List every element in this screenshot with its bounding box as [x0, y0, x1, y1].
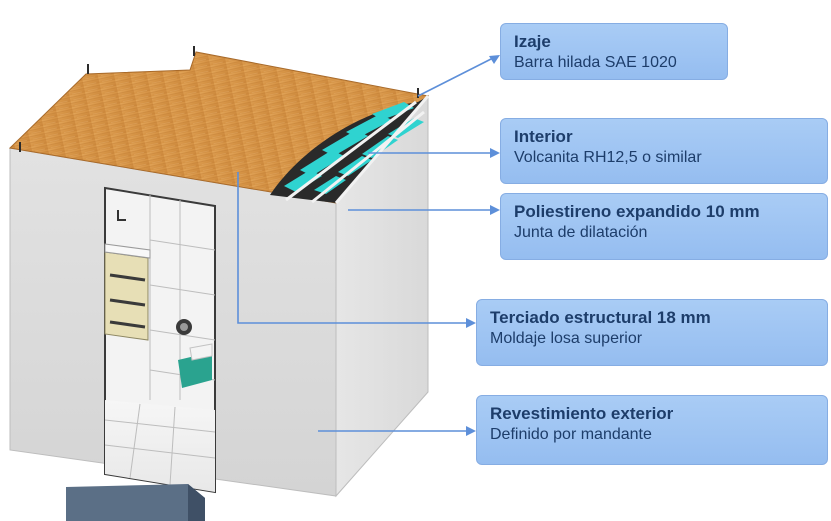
leader-izaje [417, 56, 496, 97]
door-opening [104, 186, 216, 494]
lifting-pins [19, 46, 419, 152]
leader-lines [237, 56, 496, 432]
leader-arrowheads [466, 55, 500, 436]
callout-title: Interior [514, 127, 573, 146]
callout-description: Volcanita RH12,5 o similar [514, 149, 702, 166]
callout-poliestireno: Poliestireno expandido 10 mm Junta de di… [500, 193, 828, 260]
callout-title: Revestimiento exterior [490, 404, 674, 423]
callout-title: Terciado estructural 18 mm [490, 308, 711, 327]
callout-interior: Interior Volcanita RH12,5 o similar [500, 118, 828, 184]
base-block [66, 484, 205, 521]
callout-title: Izaje [514, 32, 551, 51]
callout-revestimiento: Revestimiento exterior Definido por mand… [476, 395, 828, 465]
leader-terciado [237, 172, 471, 324]
roof-studs [285, 95, 430, 204]
callout-description: Definido por mandante [490, 426, 652, 443]
callout-terciado: Terciado estructural 18 mm Moldaje losa … [476, 299, 828, 366]
callout-description: Barra hilada SAE 1020 [514, 54, 677, 71]
callout-description: Junta de dilatación [514, 224, 648, 241]
callout-title: Poliestireno expandido 10 mm [514, 202, 760, 221]
callout-description: Moldaje losa superior [490, 330, 643, 347]
callout-izaje: Izaje Barra hilada SAE 1020 [500, 23, 728, 80]
